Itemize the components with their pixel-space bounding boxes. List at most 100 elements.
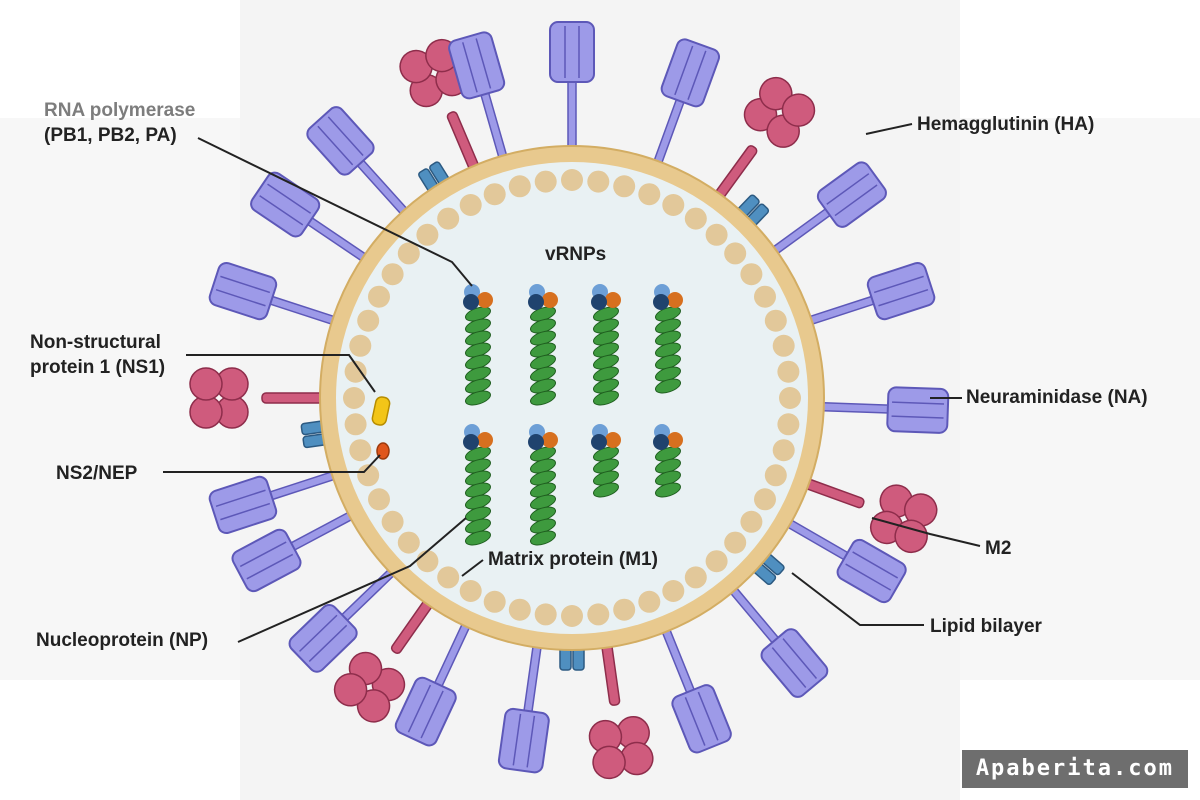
- polymerase-pa: [477, 432, 493, 448]
- matrix-protein-bead: [613, 598, 636, 621]
- matrix-protein-bead: [381, 263, 404, 286]
- label-nep: NS2/NEP: [56, 463, 138, 484]
- vrnp-helix-icon: [463, 284, 493, 406]
- matrix-protein-bead: [638, 590, 661, 613]
- leader-line-nucleoprotein: [237, 517, 467, 643]
- label-nucleoprotein: Nucleoprotein (NP): [36, 630, 209, 651]
- matrix-protein-bead: [779, 387, 801, 409]
- vrnp-helix-icon: [591, 424, 621, 498]
- label-rna-polymerase: RNA polymerase (PB1, PB2, PA): [44, 98, 195, 148]
- matrix-protein-bead: [587, 170, 610, 193]
- polymerase-pb1: [591, 294, 607, 310]
- watermark-logo: Apaberita.com: [961, 750, 1188, 788]
- matrix-protein-bead: [483, 183, 506, 206]
- vrnp-helix-icon: [591, 284, 621, 406]
- polymerase-pb1: [463, 294, 479, 310]
- virion-interior-fill: [336, 162, 808, 634]
- hemagglutinin-spike-icon: [448, 31, 509, 164]
- leader-line-rna-polymerase: [197, 137, 473, 287]
- vrnp-helix-icon: [528, 424, 558, 546]
- hemagglutinin-spike-icon: [816, 386, 950, 434]
- hemagglutinin-spike-icon: [660, 623, 732, 754]
- hemagglutinin-spike-icon: [782, 517, 907, 604]
- leader-line-nep: [163, 454, 381, 473]
- matrix-protein-bead: [724, 531, 747, 554]
- matrix-protein-bead: [357, 464, 380, 487]
- label-rna-polymerase-line2: (PB1, PB2, PA): [44, 125, 177, 146]
- leader-line-lipid-bilayer: [791, 572, 924, 626]
- vrnp-helix-icon: [653, 284, 683, 394]
- label-lipid-bilayer: Lipid bilayer: [930, 616, 1042, 637]
- hemagglutinin-spike-icon: [652, 38, 721, 170]
- matrix-protein-bead: [754, 285, 776, 308]
- matrix-protein-bead: [416, 223, 439, 246]
- matrix-protein-bead: [349, 439, 372, 462]
- hemagglutinin-spike-icon: [768, 161, 887, 257]
- matrix-protein-bead: [459, 580, 482, 602]
- hemagglutinin-spike-icon: [394, 618, 472, 747]
- neuraminidase-spike-icon: [333, 595, 436, 723]
- polymerase-pa: [542, 292, 558, 308]
- matrix-protein-bead: [534, 170, 557, 193]
- matrix-protein-bead: [508, 175, 531, 198]
- hemagglutinin-spike-icon: [208, 261, 341, 327]
- leader-line-m2: [871, 517, 981, 547]
- matrix-protein-bead: [684, 207, 707, 230]
- matrix-protein-bead: [437, 207, 460, 230]
- polymerase-pa: [667, 292, 683, 308]
- hemagglutinin-spike-icon: [288, 565, 399, 673]
- leader-line-ns1: [186, 354, 376, 393]
- matrix-protein-bead: [724, 242, 747, 265]
- matrix-protein-bead: [740, 510, 763, 533]
- polymerase-pa: [605, 292, 621, 308]
- matrix-protein-bead: [777, 360, 800, 383]
- polymerase-pb1: [528, 294, 544, 310]
- label-ns1-line1: Non-structural: [30, 332, 161, 353]
- matrix-protein-bead: [561, 605, 583, 627]
- label-m2: M2: [985, 538, 1012, 559]
- neuraminidase-spike-icon: [189, 367, 329, 429]
- matrix-protein-bead: [764, 309, 787, 332]
- matrix-protein-bead: [638, 183, 661, 206]
- matrix-protein-bead: [662, 580, 685, 602]
- vrnp-helix-icon: [653, 424, 683, 498]
- matrix-protein-bead: [705, 223, 728, 246]
- matrix-protein-bead: [534, 603, 557, 626]
- polymerase-pb1: [653, 294, 669, 310]
- matrix-protein-bead: [754, 488, 776, 511]
- polymerase-pa: [542, 432, 558, 448]
- hemagglutinin-spike-icon: [726, 583, 829, 698]
- matrix-protein-bead: [416, 550, 439, 573]
- polymerase-pa: [477, 292, 493, 308]
- matrix-protein-bead: [381, 510, 404, 533]
- matrix-protein-bead: [740, 263, 763, 286]
- matrix-protein-bead: [343, 387, 365, 409]
- matrix-protein-bead: [368, 285, 390, 308]
- matrix-protein-bead: [561, 169, 583, 191]
- matrix-protein-bead: [772, 439, 795, 462]
- matrix-protein-bead: [344, 360, 367, 383]
- matrix-protein-bead: [437, 566, 460, 589]
- matrix-protein-bead: [764, 464, 787, 487]
- hemagglutinin-spike-icon: [231, 509, 358, 593]
- polymerase-pa: [667, 432, 683, 448]
- label-ns1-line2: protein 1 (NS1): [30, 357, 166, 378]
- matrix-protein-bead: [368, 488, 390, 511]
- hemagglutinin-spike-icon: [803, 261, 936, 327]
- polymerase-pb1: [653, 434, 669, 450]
- matrix-protein-bead: [357, 309, 380, 332]
- matrix-protein-bead: [684, 566, 707, 589]
- label-neuraminidase: Neuraminidase (NA): [966, 387, 1148, 408]
- background-panel-right: [960, 118, 1200, 680]
- polymerase-pb1: [463, 434, 479, 450]
- label-hemagglutinin: Hemagglutinin (HA): [917, 114, 1095, 135]
- vrnp-helix-icon: [463, 424, 493, 546]
- hemagglutinin-spike-icon: [250, 171, 371, 264]
- matrix-protein-bead: [483, 590, 506, 613]
- matrix-protein-bead: [613, 175, 636, 198]
- matrix-protein-bead: [459, 194, 482, 216]
- virion-interior: [371, 284, 683, 546]
- hemagglutinin-spike-icon: [497, 639, 550, 774]
